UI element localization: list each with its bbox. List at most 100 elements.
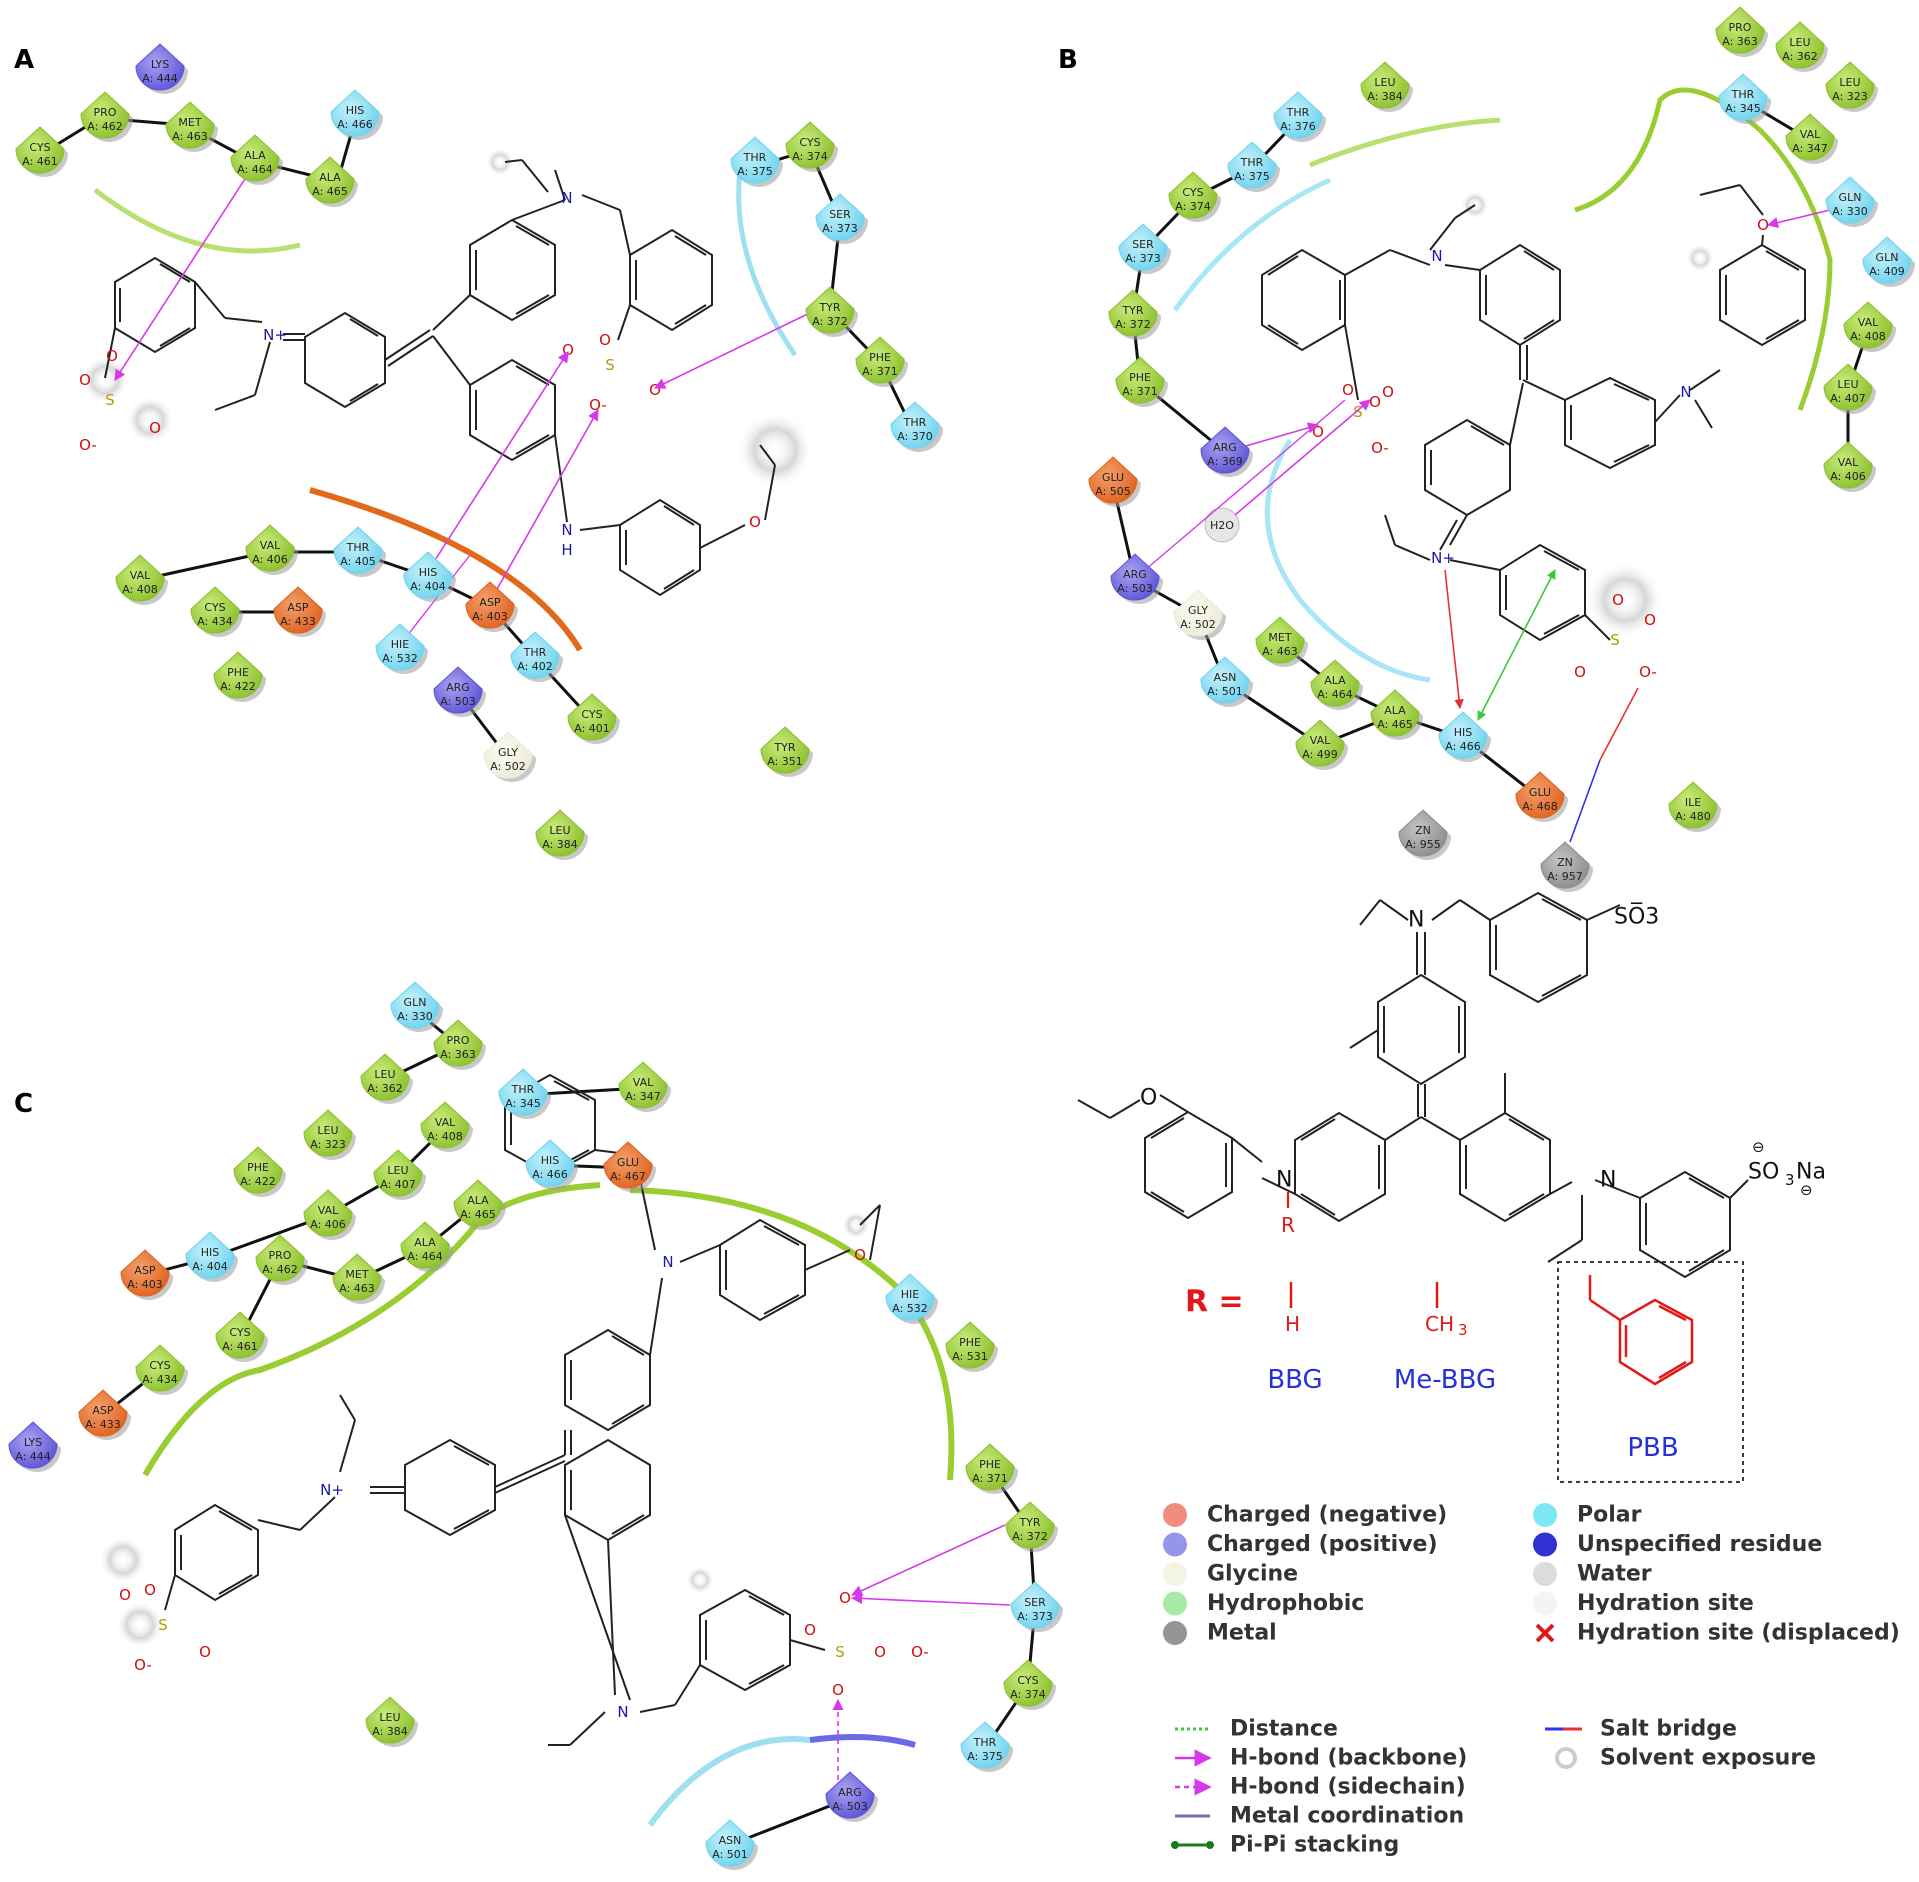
residue-drop-hydrophobic [190, 586, 240, 634]
ligand-structure-b [1261, 184, 1806, 642]
residue-name: ALA [1324, 674, 1346, 687]
legend-swatch [1163, 1621, 1187, 1645]
legend-metal-coordination-label: Metal coordination [1230, 1804, 1464, 1829]
residue-drop-hydrophobic [1255, 616, 1305, 664]
atom-label: N [561, 521, 572, 539]
residue-drop-hydrophobic [1823, 363, 1873, 411]
legend-label: Hydration site [1577, 1591, 1754, 1616]
residue-number: A: 406 [1830, 470, 1866, 483]
residue-name: LEU [317, 1124, 338, 1137]
residue-name: LEU [374, 1068, 395, 1081]
residue-name: PRO [447, 1034, 470, 1047]
legend-label: Metal [1207, 1621, 1277, 1646]
residue-number: A: 464 [237, 163, 273, 176]
atom-label: O [1369, 393, 1381, 411]
residue-number: A: 371 [1122, 385, 1158, 398]
residue-name: LEU [549, 824, 570, 837]
minus-sign-bottom: ⊖ [1800, 1181, 1813, 1199]
residue-name: MET [1268, 631, 1291, 644]
residue-drop-polar [403, 551, 453, 599]
legend-label: Charged (negative) [1207, 1503, 1447, 1528]
atom-label: S [158, 1616, 168, 1634]
legend-solvent-exposure-label: Solvent exposure [1600, 1746, 1816, 1771]
atom-label: N+ [263, 326, 287, 344]
pocket-surface-hydrophobic [629, 1187, 955, 1481]
residue-number: A: 371 [862, 365, 898, 378]
residue-number: A: 330 [1832, 205, 1868, 218]
residue-drop-polar [1010, 1581, 1060, 1629]
atom-label: O [1644, 611, 1656, 629]
residue-drop-hydrophobic [965, 1443, 1015, 1491]
residue-number: A: 402 [517, 660, 553, 673]
residue-name: VAL [1800, 128, 1821, 141]
residue-name: CYS [29, 141, 50, 154]
residue-number: A: 501 [712, 1848, 748, 1861]
residue-drop-hydrophobic [165, 101, 215, 149]
residue-number: A: 468 [1522, 800, 1558, 813]
pocket-surface-polar [647, 1736, 811, 1827]
residue-name: HIS [1454, 726, 1473, 739]
residue-drop-hydrophobic [420, 1101, 470, 1149]
residue-number: A: 532 [892, 1302, 928, 1315]
legend-item-metal: Metal [1163, 1621, 1277, 1646]
residue-drop-hydrophobic [365, 1696, 415, 1744]
water-molecule [1204, 507, 1240, 543]
residue-drop-positive [1200, 426, 1250, 474]
residue-name: GLY [1188, 604, 1208, 617]
residue-name: ASN [1214, 671, 1237, 684]
atom-label: O [199, 1643, 211, 1661]
residue-drop-negative [120, 1249, 170, 1297]
atom-label: N+ [320, 1481, 344, 1499]
residue-name: ALA [1384, 704, 1406, 717]
residue-name: ALA [244, 149, 266, 162]
residue-number: A: 406 [252, 553, 288, 566]
residue-number: A: 401 [574, 722, 610, 735]
residue-drop-glycine [483, 731, 533, 779]
atom-label: O [1574, 663, 1586, 681]
residue-name: PHE [247, 1161, 269, 1174]
residue-name: VAL [1858, 316, 1879, 329]
residue-number: A: 374 [1175, 200, 1211, 213]
atom-label: S [1610, 631, 1620, 649]
residue-name: CYS [581, 708, 602, 721]
atom-label: O [149, 419, 161, 437]
so3-top: SO̅3 [1614, 902, 1659, 929]
atom-label: O [749, 513, 761, 531]
residue-name: ZN [1557, 856, 1573, 869]
minus-sign-top: ⊖ [1752, 1138, 1765, 1156]
residue-name: CYS [204, 601, 225, 614]
residue-drop-negative [603, 1141, 653, 1189]
legend-swatch [1533, 1591, 1557, 1616]
legend-label: Unspecified residue [1577, 1532, 1822, 1557]
pocket-surface-hydrophobic [142, 1182, 601, 1477]
residue-number: A: 345 [505, 1097, 541, 1110]
legend-item-hydrophobic: Hydrophobic [1163, 1591, 1364, 1616]
pocket-surface-polar [736, 169, 798, 357]
residue-drop-hydrophobic [1108, 289, 1158, 337]
residue-number: A: 375 [737, 165, 773, 178]
residue-number: A: 374 [1010, 1688, 1046, 1701]
compound-me-bbg: Me-BBG [1394, 1365, 1496, 1395]
atom-label: O [1382, 383, 1394, 401]
